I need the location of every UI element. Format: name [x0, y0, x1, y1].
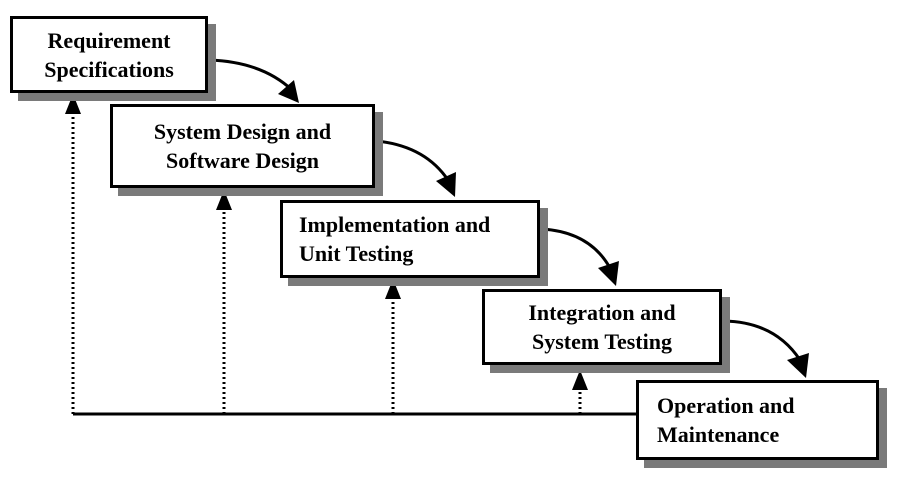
stage-label-line-1: Integration and [528, 300, 676, 325]
flow-arrowhead-design-to-implementation [436, 172, 456, 197]
flow-arrow-design-to-implementation [376, 139, 450, 181]
stage-box-integration: Integration and System Testing [482, 289, 722, 365]
stage-label-line-2: Maintenance [657, 422, 780, 447]
feedback-arrowhead-requirements [65, 94, 81, 114]
stage-label-line-2: System Testing [532, 329, 672, 354]
flow-arrow-requirements-to-design [209, 58, 294, 92]
stage-label-line-1: Operation and [657, 393, 795, 418]
stage-label-line-2: Specifications [44, 56, 174, 82]
stage-label-line-1: Implementation and [299, 212, 491, 237]
flow-arrow-implementation-to-integration [541, 227, 612, 269]
flow-arrowhead-implementation-to-integration [598, 261, 619, 286]
stage-label-line-1: System Design and [153, 119, 332, 144]
stage-label-line-1: Requirement [47, 27, 171, 53]
stage-box-requirements: Requirement Specifications [10, 16, 208, 93]
stage-box-design: System Design and Software Design [110, 104, 375, 188]
feedback-arrowhead-design [216, 190, 232, 210]
flow-arrowhead-integration-to-operation [787, 353, 809, 378]
stage-label-line-2: Software Design [166, 148, 319, 173]
stage-box-implementation: Implementation and Unit Testing [280, 200, 540, 278]
stage-label-line-2: Unit Testing [299, 241, 414, 266]
feedback-arrowhead-implementation [385, 279, 401, 299]
flow-arrowhead-requirements-to-design [278, 80, 299, 103]
stage-box-operation: Operation and Maintenance [636, 380, 879, 460]
feedback-arrowhead-integration [572, 370, 588, 390]
flow-arrow-integration-to-operation [723, 319, 802, 361]
